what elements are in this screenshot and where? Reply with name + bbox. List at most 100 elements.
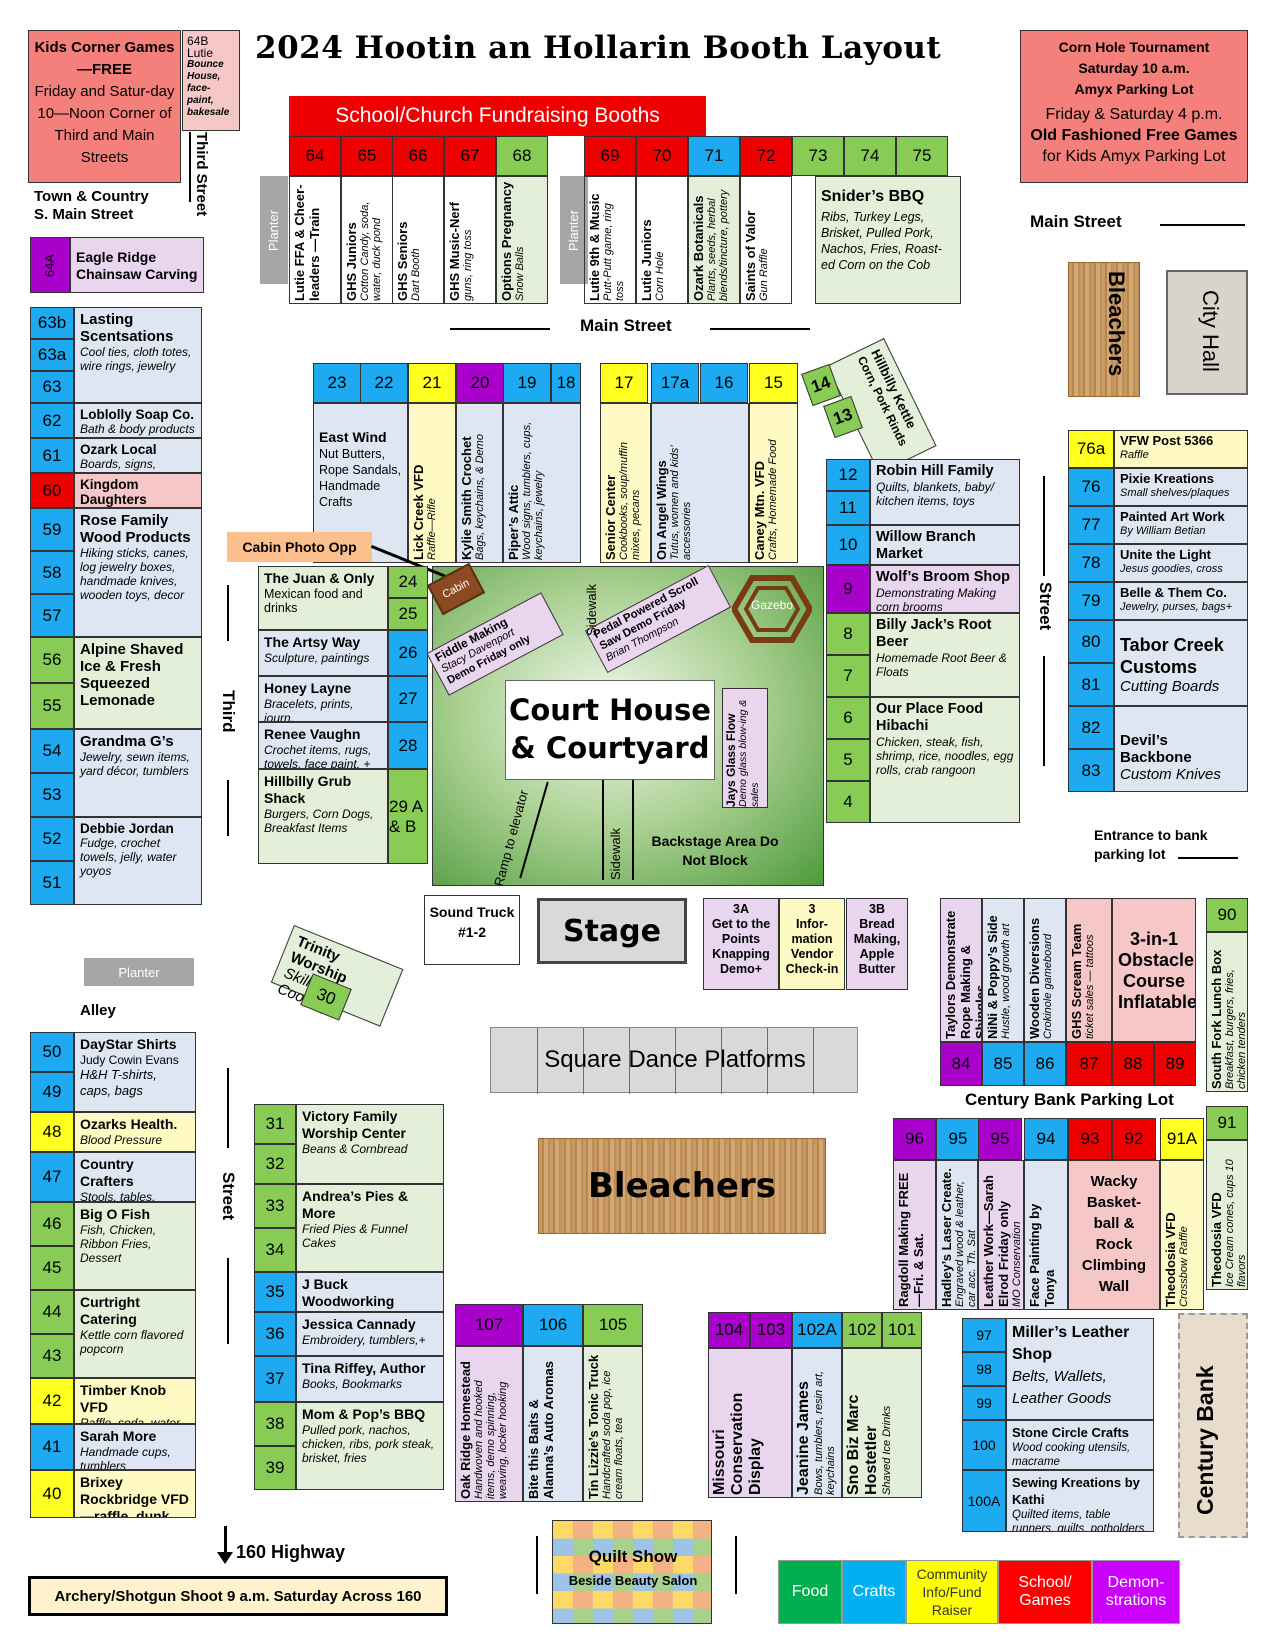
bleachers-top[interactable]: Bleachers: [1068, 262, 1140, 397]
sound-truck[interactable]: Sound Truck #1-2: [424, 895, 520, 965]
booth-desc: Crossbow Raffle: [1178, 1226, 1190, 1307]
booth-number: 38: [254, 1402, 296, 1446]
booth-wacky-basketball[interactable]: Wacky Basket-ball & Rock Climbing Wall: [1068, 1160, 1160, 1310]
booth-number: 91A: [1160, 1118, 1204, 1160]
booth-sniders-bbq[interactable]: Snider’s BBQ Ribs, Turkey Legs, Brisket,…: [815, 176, 961, 304]
square-dance-platforms[interactable]: Square Dance Platforms: [490, 1027, 858, 1094]
quilt-show[interactable]: Quilt Show Beside Beauty Salon: [552, 1520, 712, 1624]
booth[interactable]: Loblolly Soap Co.Bath & body products: [74, 403, 202, 438]
bleachers-center[interactable]: Bleachers: [538, 1138, 826, 1234]
booth-desc: Cutting Boards: [1120, 678, 1220, 695]
booth[interactable]: Ozarks Health.Blood Pressure: [74, 1112, 196, 1152]
corn-hole-box: Corn Hole Tournament Saturday 10 a.m. Am…: [1020, 30, 1248, 183]
booth-64b[interactable]: 64B Lutie Bounce House, face-paint, bake…: [182, 30, 240, 131]
booth[interactable]: Alpine Shaved Ice & Fresh Squeezed Lemon…: [74, 637, 202, 729]
booth[interactable]: Missouri Conservation Display: [708, 1348, 792, 1498]
booth[interactable]: J Buck WoodworkingWoodworking Crafts, be…: [296, 1272, 444, 1312]
booth[interactable]: Belle & Them Co.Jewelry, purses, bags+: [1114, 582, 1248, 620]
booth-obstacle-course[interactable]: 3-in-1 Obstacle Course Inflatable: [1112, 898, 1196, 1042]
booth[interactable]: Bite this Baits & Alanna’s Auto Aromas: [523, 1346, 583, 1502]
booth[interactable]: Willow Branch MarketHome décor, clothing…: [870, 525, 1020, 565]
booth-jays-glass[interactable]: Jays Glass Flow Demo glass blow-ing & sa…: [722, 688, 768, 808]
gazebo[interactable]: Gazebo: [730, 574, 814, 644]
booth-eagle-ridge[interactable]: Eagle Ridge Chainsaw Carving: [70, 237, 204, 293]
booth[interactable]: Taylors Demonstrate Rope Making & Shingl…: [940, 898, 982, 1042]
century-bank[interactable]: Century Bank: [1178, 1313, 1248, 1538]
booth-hillbilly-kettle[interactable]: Hillbilly Kettle Corn, Pork Rinds 14 13: [801, 338, 937, 474]
booth[interactable]: Hadley’s Laser Create.Engraved wood & le…: [936, 1160, 978, 1310]
booth[interactable]: Ragdoll Making FREE—Fri. & Sat.: [893, 1160, 936, 1310]
booth[interactable]: Brixey Rockbridge VFD—raffle, dunk tank: [74, 1470, 196, 1518]
city-hall[interactable]: City Hall: [1166, 270, 1248, 395]
booth[interactable]: Kingdom DaughtersHair braids, color: [74, 473, 202, 508]
booth-desc: Fish, Chicken, Ribbon Fries, Dessert: [80, 1223, 157, 1265]
stage[interactable]: Stage: [537, 898, 687, 964]
booth[interactable]: Lutie FFA & Cheer-leaders —Train: [289, 176, 341, 304]
booth[interactable]: Face Painting by Tonya: [1024, 1160, 1068, 1310]
booth-number: 84: [940, 1042, 982, 1086]
